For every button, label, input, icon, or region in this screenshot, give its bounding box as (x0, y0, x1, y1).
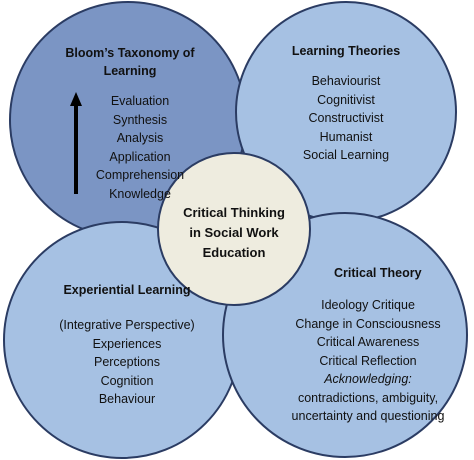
blooms-title-line-1: Bloom’s Taxonomy of (65, 46, 195, 60)
blooms-item: Comprehension (95, 168, 185, 182)
blooms-item: Application (109, 149, 171, 164)
center-label: Critical Thinking in Social Work Educati… (164, 203, 304, 263)
experiential-title: Experiential Learning (63, 283, 191, 297)
center-line: in Social Work (189, 225, 279, 240)
up-arrow-icon (70, 92, 82, 194)
acknowledging-line: uncertainty and questioning (291, 409, 445, 423)
learning-theory-item: Constructivist (308, 111, 384, 125)
learning-theories-block: Learning Theories Behaviourist Cognitivi… (276, 42, 416, 165)
blooms-block: Bloom’s Taxonomy of Learning (55, 44, 205, 80)
learning-theory-item: Behaviourist (311, 74, 381, 88)
experiential-item: Perceptions (93, 355, 160, 369)
critical-theory-item: Critical Awareness (316, 335, 420, 349)
blooms-items: Evaluation Synthesis Analysis Applicatio… (80, 92, 200, 203)
learning-theory-item: Cognitivist (317, 92, 375, 107)
blooms-item: Evaluation (110, 94, 170, 108)
center-line: Education (202, 245, 266, 260)
critical-theory-item: Critical Reflection (319, 353, 417, 368)
experiential-item: Cognition (100, 373, 154, 388)
blooms-title-line-2: Learning (103, 64, 157, 78)
critical-theory-item: Change in Consciousness (295, 316, 441, 331)
acknowledging-label: Acknowledging: (324, 372, 412, 386)
blooms-item: Synthesis (112, 112, 168, 127)
critical-theory-item: Ideology Critique (321, 298, 415, 312)
circle-center (157, 152, 311, 306)
critical-theory-title: Critical Theory (334, 266, 422, 280)
experiential-block: Experiential Learning (Integrative Persp… (52, 281, 202, 409)
blooms-item: Analysis (116, 131, 164, 145)
learning-theories-title: Learning Theories (291, 44, 401, 58)
learning-theory-item: Social Learning (302, 148, 390, 162)
experiential-item: (Integrative Perspective) (59, 318, 195, 332)
critical-theory-block: Critical Theory Ideology Critique Change… (268, 264, 468, 426)
blooms-item: Knowledge (109, 186, 171, 201)
center-line: Critical Thinking (183, 205, 285, 220)
learning-theory-item: Humanist (319, 129, 373, 144)
acknowledging-line: contradictions, ambiguity, (297, 390, 439, 405)
experiential-item: Experiences (92, 336, 162, 351)
experiential-item: Behaviour (98, 392, 156, 406)
